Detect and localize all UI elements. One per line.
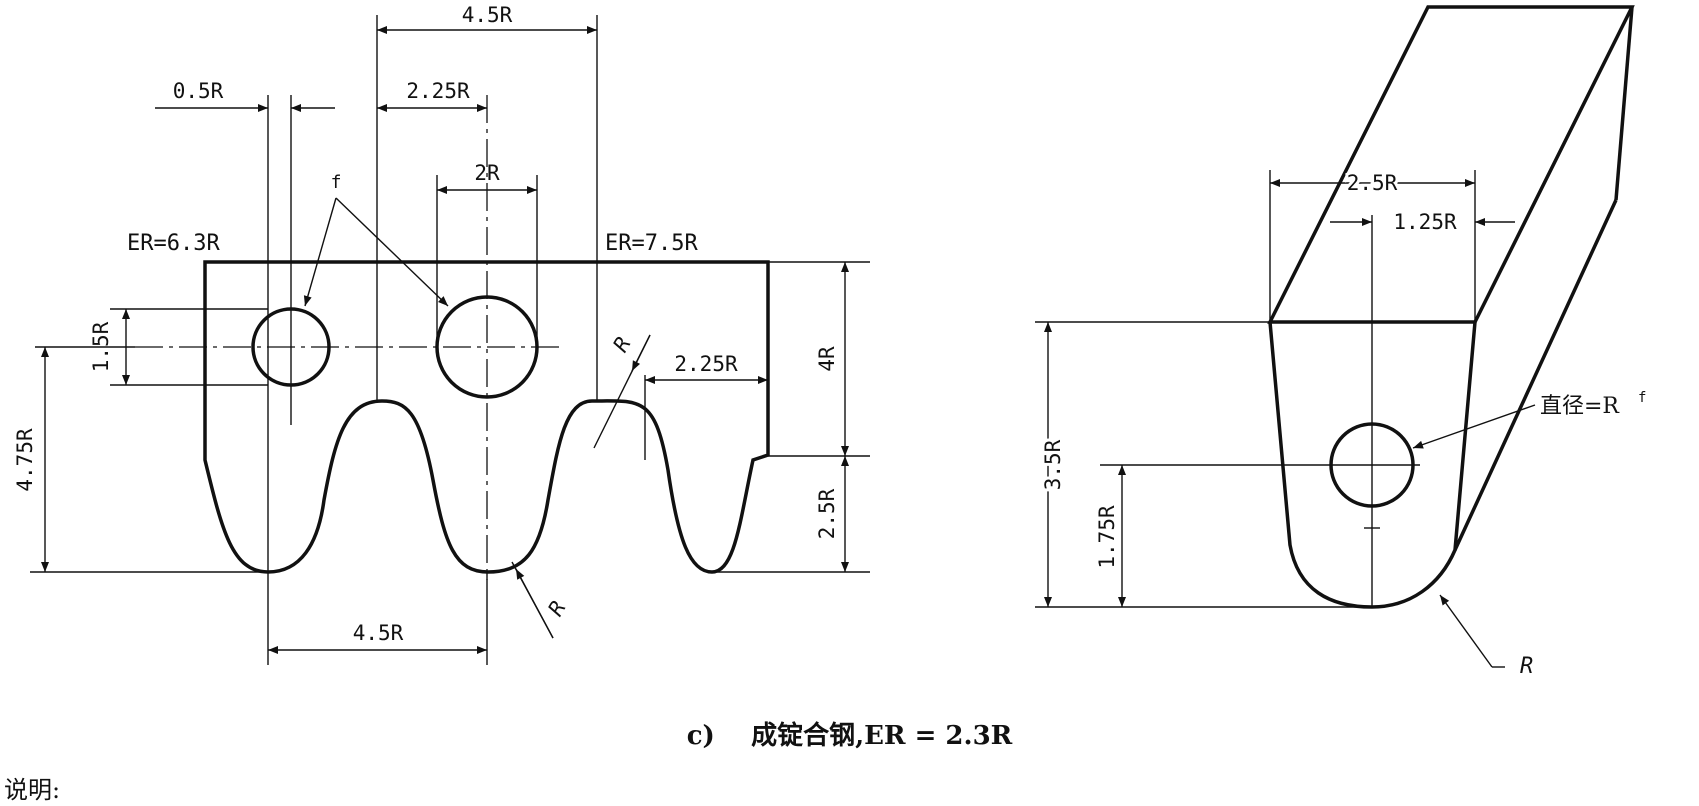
dim-half-width: 1.25R — [1393, 210, 1457, 234]
diameter-label: 直径=R — [1540, 394, 1620, 419]
caption-text: 成锭合钢,ER = 2.3R — [751, 721, 1013, 751]
dim-radius-bottom: R — [543, 597, 570, 620]
dim-radius-right: R — [608, 333, 635, 356]
footnote-mark: f — [331, 172, 342, 193]
prism-top-face — [1267, 5, 1635, 324]
er-right: ER=7.5R — [605, 231, 698, 256]
dim-height: 3.5R — [1041, 439, 1065, 490]
caption-label: c) — [686, 721, 715, 751]
left-view: 4.5R 0.5R 2.25R 2R f ER=6.3R ER=7.5R 1.5… — [13, 3, 870, 665]
dim-height-total: 4.75R — [13, 428, 37, 492]
prism-right-edge — [1614, 6, 1634, 201]
prism-side-face — [1453, 199, 1618, 551]
dim-right-width: 2.25R — [674, 352, 738, 376]
dim-hole-to-center: 2.25R — [406, 79, 470, 103]
dim-height-upper: 4R — [815, 346, 839, 372]
dim-top-span: 4.5R — [462, 3, 513, 27]
dim-hole-height: 1.75R — [1095, 505, 1119, 569]
leader-large-hole — [335, 197, 449, 307]
diameter-leader — [1412, 404, 1536, 449]
right-view: 2.5R 1.25R 直径=R f 3.5R 1.75R R — [1035, 5, 1646, 679]
diameter-footnote: f — [1638, 390, 1646, 406]
dim-height-lower: 2.5R — [815, 488, 839, 539]
dim-hole-small: 1.5R — [89, 321, 113, 372]
er-left: ER=6.3R — [127, 231, 220, 256]
dim-width: 2.5R — [1347, 171, 1398, 195]
figure-caption: c) 成锭合钢,ER = 2.3R — [0, 715, 1699, 752]
dim-radius: R — [1520, 654, 1533, 679]
radius-arrow-upper — [631, 334, 651, 372]
dim-offset: 0.5R — [173, 79, 224, 103]
radius-arrow-bottom — [515, 568, 554, 639]
note-label: 说明: — [4, 776, 61, 804]
leader-small-hole — [303, 197, 337, 307]
dim-bottom-span: 4.5R — [353, 621, 404, 645]
left-part-outline — [203, 260, 770, 574]
radius-leader — [1439, 594, 1493, 668]
dim-hole-dia: 2R — [474, 161, 500, 185]
